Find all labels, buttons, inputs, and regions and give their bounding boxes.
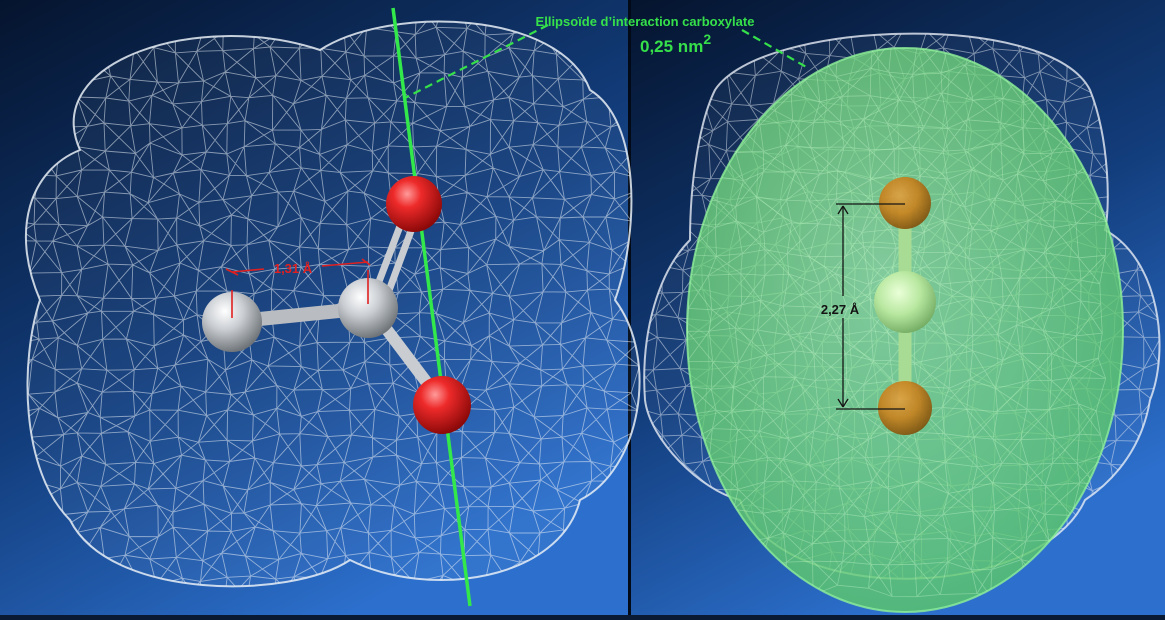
- axis-line: [391, 7, 472, 607]
- wireframe-mesh-lines: [25, 21, 640, 587]
- oxygen-atom-bottom: [878, 381, 932, 435]
- oxygen-atom-top: [879, 177, 931, 229]
- carbon-atom-methyl: [202, 292, 262, 352]
- oxygen-atom-upper: [386, 176, 442, 232]
- bond-length-measurement: [225, 258, 371, 318]
- carbon-atom-carboxyl: [338, 278, 398, 338]
- panel-divider: [628, 0, 631, 615]
- left-wireframe-surface: [25, 20, 641, 588]
- right-molecule: [874, 177, 936, 435]
- annotation-leader-left: [404, 24, 549, 99]
- o-o-distance-label: 2,27 Å: [821, 302, 860, 317]
- oxygen-atom-lower: [413, 376, 471, 434]
- bond-length-label: 1,31 Å: [274, 261, 313, 276]
- left-molecule: [202, 176, 471, 434]
- annotation-area-exponent: 2: [703, 31, 711, 47]
- annotation-area-value: 0,25 nm: [640, 37, 703, 56]
- annotation-title: Ellipsoïde d’interaction carboxylate: [536, 14, 755, 29]
- annotation-area: 0,25 nm2: [640, 31, 711, 56]
- carbon-atom-center: [874, 271, 936, 333]
- o-o-distance-measurement: [836, 203, 905, 410]
